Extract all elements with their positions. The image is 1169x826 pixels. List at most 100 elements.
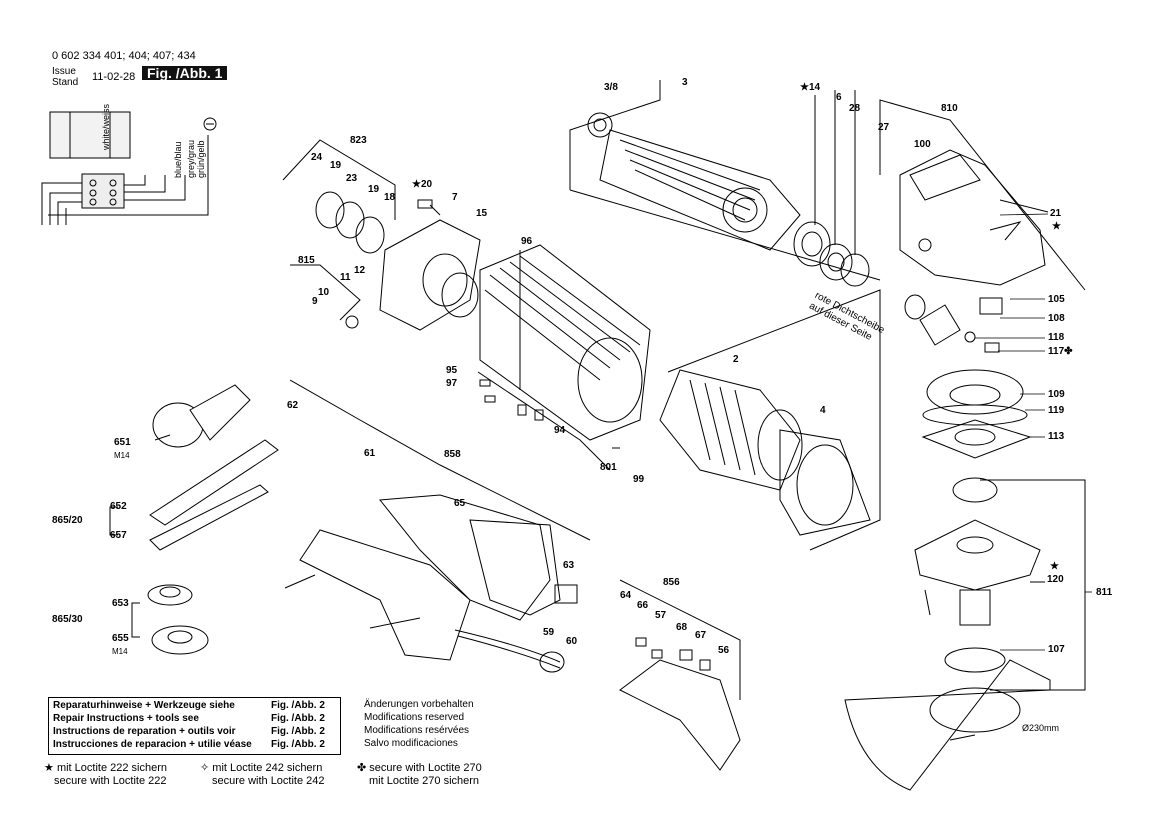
leader-lines (975, 213, 1092, 651)
label-56: 56 (718, 645, 730, 656)
label-865-20: 865/20 (52, 515, 83, 526)
label-97: 97 (446, 378, 458, 389)
crown-gear (921, 369, 1032, 459)
label-3: 3 (682, 77, 688, 88)
repair-note-es: Instrucciones de reparacion + utilie véa… (53, 739, 252, 750)
wire-label-green: grün/gelb (196, 140, 206, 178)
issue-date: 11-02-28 (92, 71, 136, 83)
label-19b: 19 (368, 184, 380, 195)
label-7: 7 (452, 192, 458, 203)
label-9: 9 (312, 296, 318, 307)
star-icon: ★ (44, 762, 54, 774)
accessories (109, 384, 279, 655)
label-68: 68 (676, 622, 688, 633)
label-3-8: 3/8 (604, 82, 618, 93)
label-14: ★14 (800, 82, 821, 93)
modifications-es: Salvo modificaciones (364, 738, 458, 749)
label-59: 59 (543, 627, 555, 638)
legend-242-line-2: secure with Loctite 242 (212, 775, 325, 787)
legend-270-line-2: mit Loctite 270 sichern (369, 775, 480, 787)
label-120-star: ★ (1050, 561, 1059, 572)
label-10: 10 (318, 287, 330, 298)
label-865-30: 865/30 (52, 614, 83, 625)
label-113: 113 (1048, 431, 1065, 442)
label-20: ★20 (412, 179, 433, 190)
repair-ref-fr: Fig. /Abb. 2 (271, 726, 325, 737)
label-119: 119 (1048, 405, 1065, 416)
label-60: 60 (566, 636, 578, 647)
label-diameter: Ø230mm (1022, 723, 1060, 733)
label-107: 107 (1048, 644, 1065, 655)
repair-ref-en: Fig. /Abb. 2 (271, 713, 325, 724)
label-11: 11 (340, 272, 351, 283)
wheel-guard (844, 477, 1086, 791)
label-655: 655 (112, 633, 129, 644)
legend-loctite-242: ✧ mit Loctite 242 sichern secure with Lo… (200, 762, 325, 788)
label-4: 4 (820, 405, 826, 416)
label-823: 823 (350, 135, 367, 146)
label-96: 96 (521, 236, 533, 247)
repair-note-fr: Instructions de reparation + outils voir (53, 726, 236, 737)
label-810: 810 (941, 103, 958, 114)
label-15: 15 (476, 208, 488, 219)
label-99: 99 (633, 474, 645, 485)
label-856: 856 (663, 577, 680, 588)
field-housing (477, 244, 651, 471)
label-61: 61 (364, 448, 376, 459)
label-117: 117✤ (1048, 346, 1073, 357)
label-28: 28 (849, 103, 861, 114)
label-109: 109 (1048, 389, 1065, 400)
switch-assembly (454, 579, 741, 771)
label-651-thread: M14 (114, 451, 130, 460)
issue-label: Issue Stand (52, 66, 79, 88)
label-6: 6 (836, 92, 842, 103)
label-811: 811 (1096, 587, 1113, 598)
label-66: 66 (637, 600, 649, 611)
repair-ref-de: Fig. /Abb. 2 (271, 700, 325, 711)
label-94: 94 (554, 425, 566, 436)
label-120: 120 (1047, 574, 1064, 585)
label-105: 105 (1048, 294, 1065, 305)
modifications-de: Änderungen vorbehalten (364, 699, 474, 710)
bearing-rings (793, 90, 870, 287)
label-815: 815 (298, 255, 315, 266)
legend-222-line-2: secure with Loctite 222 (54, 775, 167, 787)
label-62: 62 (287, 400, 299, 411)
label-27: 27 (878, 122, 890, 133)
wire-label-white: white/weiss (101, 103, 111, 150)
handle-halves (284, 379, 591, 661)
label-23: 23 (346, 173, 358, 184)
label-657: 657 (110, 530, 127, 541)
label-100: 100 (914, 139, 931, 150)
part-number-list: 0 602 334 401; 404; 407; 434 (52, 50, 196, 62)
label-653: 653 (112, 598, 129, 609)
repair-ref-es: Fig. /Abb. 2 (271, 739, 325, 750)
label-858: 858 (444, 449, 461, 460)
label-652: 652 (110, 501, 127, 512)
label-64: 64 (620, 590, 632, 601)
label-18: 18 (384, 192, 396, 203)
label-21: 21 (1050, 208, 1062, 219)
label-12: 12 (354, 265, 366, 276)
label-651: 651 (114, 437, 131, 448)
repair-notes-box: Reparaturhinweise + Werkzeuge siehe Fig.… (48, 697, 341, 755)
end-shield (282, 139, 481, 331)
label-57: 57 (655, 610, 667, 621)
legend-242-line-1: mit Loctite 242 sichern (212, 762, 323, 774)
label-801: 801 (600, 462, 617, 473)
modifications-en: Modifications reserved (364, 712, 465, 723)
label-63: 63 (563, 560, 575, 571)
gear-housing (879, 99, 1086, 353)
legend-loctite-222: ★ mit Loctite 222 sichern secure with Lo… (44, 762, 167, 788)
cross-icon: ✤ (357, 762, 367, 774)
label-95: 95 (446, 365, 458, 376)
modifications-fr: Modifications resérvées (364, 725, 470, 736)
label-65: 65 (454, 498, 466, 509)
stator (659, 289, 881, 551)
legend-loctite-270: ✤ secure with Loctite 270 mit Loctite 27… (357, 762, 482, 788)
label-2: 2 (733, 354, 739, 365)
legend-222-line-1: mit Loctite 222 sichern (56, 762, 167, 774)
label-655-thread: M14 (112, 647, 128, 656)
armature-drawing (569, 80, 881, 281)
